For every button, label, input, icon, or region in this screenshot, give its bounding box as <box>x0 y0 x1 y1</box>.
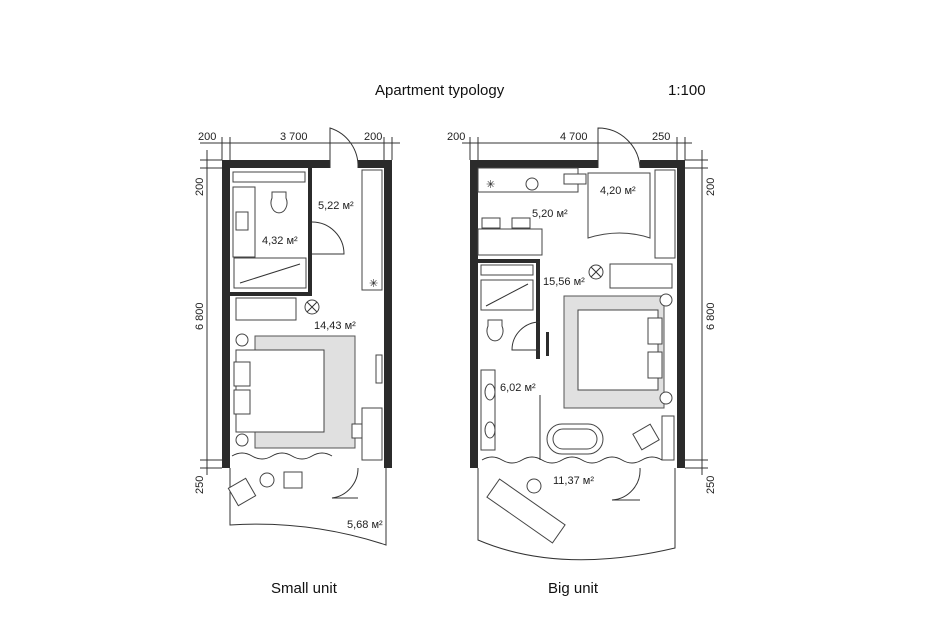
big-unit-caption: Big unit <box>548 580 599 597</box>
wall <box>222 160 230 468</box>
nightstand <box>235 433 249 447</box>
stool <box>481 217 501 229</box>
dim-side-top: 200 <box>705 178 717 196</box>
wall <box>230 292 312 296</box>
drawing-title: Apartment typology <box>375 82 505 99</box>
glass-partition <box>546 332 549 356</box>
sun-lounger <box>486 478 566 544</box>
chair <box>351 423 363 439</box>
curtain <box>481 456 663 464</box>
snowflake-icon: ✳ <box>486 179 495 191</box>
tv <box>375 354 383 384</box>
sink <box>484 383 496 401</box>
small-unit-plan: 200 3 700 200 200 6 800 250 ✳ <box>194 127 400 597</box>
sofa <box>609 263 673 289</box>
sink <box>235 211 249 231</box>
dim-side-length: 6 800 <box>705 302 717 330</box>
pillow <box>233 361 251 387</box>
bathroom-door <box>511 321 541 351</box>
dim-top-width: 4 700 <box>560 131 588 143</box>
nightstand <box>659 391 673 405</box>
small-balcony-outline <box>229 468 387 546</box>
kitchen-island <box>477 228 543 256</box>
pillow <box>647 351 663 379</box>
lounge-chair <box>227 477 257 507</box>
snowflake-icon: ✳ <box>369 278 378 290</box>
armchair <box>632 423 660 451</box>
dim-top-left: 200 <box>198 131 216 143</box>
wall <box>470 160 598 168</box>
shelf <box>232 171 306 183</box>
dim-top-right: 200 <box>364 131 382 143</box>
sofa <box>235 297 297 321</box>
small-unit-caption: Small unit <box>271 580 338 597</box>
shelf <box>480 264 534 276</box>
cooktop <box>563 173 587 185</box>
wall <box>677 160 685 468</box>
area-label-bathroom: 6,02 м² <box>500 382 536 394</box>
wardrobe <box>654 169 676 259</box>
nightstand <box>659 293 673 307</box>
pillow <box>647 317 663 345</box>
drawing-scale: 1:100 <box>668 82 706 99</box>
dim-side-bottom: 250 <box>194 476 206 494</box>
wall <box>478 259 540 263</box>
wall <box>358 160 392 168</box>
pillow <box>233 389 251 415</box>
area-label-balcony: 5,68 м² <box>347 519 383 531</box>
stool <box>511 217 531 229</box>
closet <box>587 172 651 239</box>
area-label-room: 14,43 м² <box>314 320 356 332</box>
area-label-hall: 5,22 м² <box>318 200 354 212</box>
small-unit-dimensions: 200 3 700 200 200 6 800 250 <box>194 131 400 494</box>
dim-side-top: 200 <box>194 178 206 196</box>
dim-side-length: 6 800 <box>194 302 206 330</box>
area-label-closet: 4,20 м² <box>600 185 636 197</box>
wall <box>470 160 478 468</box>
bathroom-door <box>311 221 345 255</box>
dim-top-width: 3 700 <box>280 131 308 143</box>
dim-side-bottom: 250 <box>705 476 717 494</box>
nightstand <box>235 333 249 347</box>
wall <box>536 259 540 359</box>
wall <box>384 160 392 468</box>
vanity <box>480 369 496 451</box>
sink <box>484 421 496 439</box>
bed <box>577 309 659 391</box>
chair <box>283 471 303 489</box>
wardrobe <box>361 169 383 291</box>
area-label-balcony: 11,37 м² <box>553 475 594 487</box>
dim-top-right: 250 <box>652 131 670 143</box>
big-unit-dimensions: 200 4 700 250 200 6 800 250 <box>447 131 717 494</box>
dim-top-left: 200 <box>447 131 465 143</box>
desk <box>661 415 675 461</box>
side-table <box>259 472 275 488</box>
toilet <box>270 191 288 214</box>
side-table <box>526 478 542 494</box>
sink-icon <box>525 177 539 191</box>
area-label-room: 15,56 м² <box>543 276 585 288</box>
area-label-kitchen: 5,20 м² <box>532 208 568 220</box>
entry-door <box>597 127 641 169</box>
desk <box>361 407 383 461</box>
wall <box>222 160 330 168</box>
big-unit-plan: 200 4 700 250 200 6 800 250 ✳ <box>447 127 717 597</box>
entry-door <box>329 127 359 169</box>
big-balcony-outline <box>477 468 676 561</box>
balcony-door <box>331 467 359 499</box>
balcony-door <box>611 467 641 501</box>
curtain <box>231 452 333 460</box>
wall <box>640 160 685 168</box>
area-label-bathroom: 4,32 м² <box>262 235 298 247</box>
toilet <box>486 319 504 342</box>
wall <box>308 168 312 292</box>
